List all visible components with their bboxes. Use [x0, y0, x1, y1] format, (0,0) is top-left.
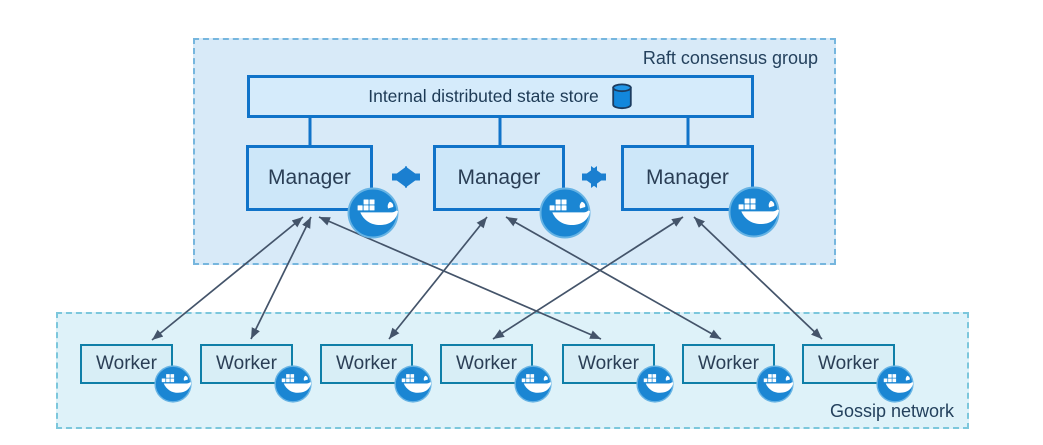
docker-whale-icon — [514, 365, 552, 403]
worker-label: Worker — [216, 353, 277, 374]
worker-node-6: Worker — [682, 344, 775, 384]
docker-whale-icon — [154, 365, 192, 403]
docker-whale-icon — [274, 365, 312, 403]
manager-label: Manager — [646, 166, 729, 189]
docker-whale-icon — [728, 186, 780, 238]
worker-label: Worker — [578, 353, 639, 374]
manager-label: Manager — [268, 166, 351, 189]
docker-whale-icon — [636, 365, 674, 403]
worker-label: Worker — [96, 353, 157, 374]
worker-label: Worker — [456, 353, 517, 374]
manager-label: Manager — [457, 166, 541, 189]
docker-whale-icon — [539, 187, 591, 239]
docker-whale-icon — [347, 187, 399, 239]
docker-whale-icon — [394, 365, 432, 403]
manager-node-2: Manager — [433, 145, 565, 211]
docker-whale-icon — [876, 365, 914, 403]
gossip-network-label: Gossip network — [829, 401, 954, 421]
worker-label: Worker — [698, 353, 759, 374]
docker-whale-icon — [756, 365, 794, 403]
state-store-box: Internal distributed state store — [247, 75, 754, 118]
worker-label: Worker — [336, 353, 397, 374]
database-cylinder-icon — [612, 83, 632, 110]
raft-group-label: Raft consensus group — [642, 48, 818, 68]
worker-label: Worker — [818, 353, 879, 374]
state-store-label: Internal distributed state store — [368, 86, 599, 106]
